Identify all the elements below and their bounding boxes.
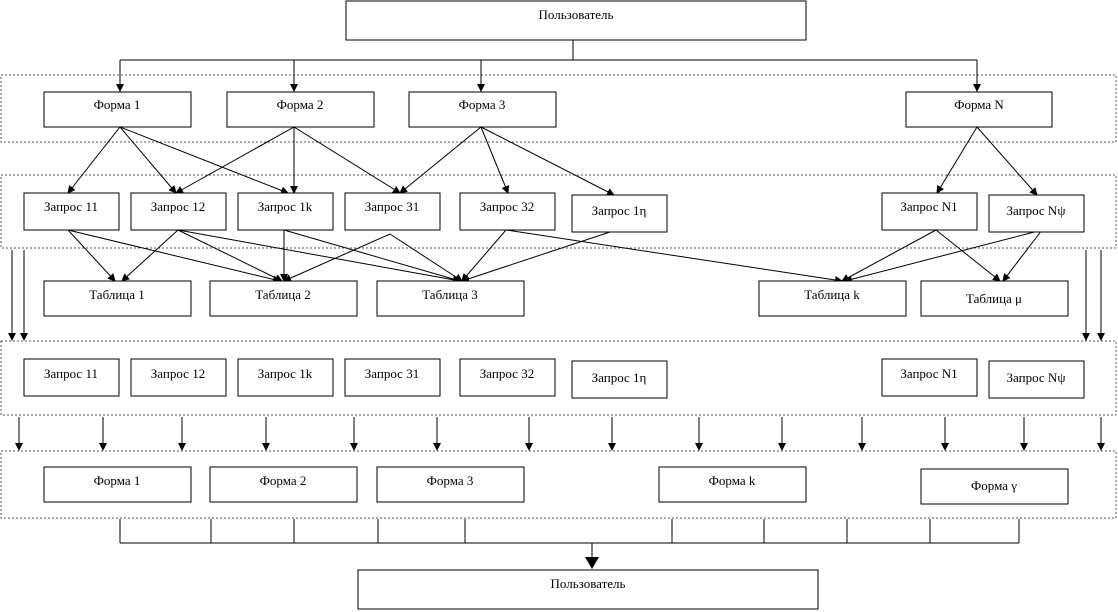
group-results — [0, 340, 1117, 416]
user-box-bottom — [357, 569, 819, 610]
table-box-2 — [209, 280, 358, 317]
query-label-11: Запрос 11 — [44, 199, 98, 214]
result-label-12: Запрос 12 — [151, 366, 205, 381]
query-label-12: Запрос 12 — [151, 199, 205, 214]
query-box-32 — [459, 192, 556, 231]
user-box-top — [345, 0, 807, 41]
form-box-3 — [408, 91, 557, 128]
bottom-form-label-2: Форма 2 — [260, 473, 307, 488]
query-label-npsi: Запрос Nψ — [1007, 203, 1066, 218]
table-label-k: Таблица k — [804, 287, 860, 302]
query-box-12 — [130, 192, 227, 231]
form-box-2 — [226, 91, 375, 128]
form-label-1: Форма 1 — [94, 97, 141, 112]
bottom-form-label-3: Форма 3 — [427, 473, 474, 488]
bottom-form-box-2 — [209, 466, 358, 503]
group-queries — [0, 174, 1117, 249]
result-box-1eta — [571, 360, 668, 399]
form-label-n: Форма N — [954, 97, 1004, 112]
result-box-11 — [23, 358, 120, 397]
result-box-n1 — [881, 358, 978, 397]
table-box-1 — [43, 280, 192, 317]
result-label-32: Запрос 32 — [480, 366, 534, 381]
query-label-31: Запрос 31 — [365, 199, 419, 214]
table-label-mu: Таблица μ — [966, 291, 1022, 306]
result-box-1k — [237, 358, 334, 397]
bottom-form-label-k: Форма k — [709, 473, 756, 488]
bottom-form-box-1 — [43, 466, 192, 503]
query-label-1k: Запрос 1k — [258, 199, 313, 214]
query-box-31 — [344, 192, 441, 231]
form-label-3: Форма 3 — [459, 97, 506, 112]
form-label-2: Форма 2 — [277, 97, 324, 112]
user-label-top: Пользователь — [539, 7, 614, 22]
query-box-1eta — [571, 194, 668, 233]
bottom-form-label-gamma: Форма γ — [971, 478, 1017, 493]
result-label-1eta: Запрос 1η — [592, 370, 647, 385]
table-box-mu — [920, 280, 1069, 317]
result-box-12 — [130, 358, 227, 397]
user-label-bottom: Пользователь — [551, 576, 626, 591]
group-forms-top — [0, 74, 1117, 143]
query-label-1eta: Запрос 1η — [592, 203, 647, 218]
bottom-form-box-gamma — [920, 468, 1069, 505]
result-box-31 — [344, 358, 441, 397]
query-box-11 — [23, 192, 120, 231]
query-label-n1: Запрос N1 — [900, 199, 957, 214]
form-box-n — [905, 91, 1053, 128]
group-forms-bottom — [0, 450, 1117, 519]
result-label-11: Запрос 11 — [44, 366, 98, 381]
query-box-n1 — [881, 192, 978, 231]
bottom-form-box-k — [658, 466, 807, 503]
table-box-3 — [376, 280, 525, 317]
result-box-32 — [459, 358, 556, 397]
query-box-npsi — [988, 194, 1085, 233]
table-label-3: Таблица 3 — [422, 287, 478, 302]
result-box-npsi — [988, 360, 1085, 399]
table-box-k — [758, 280, 907, 317]
table-label-1: Таблица 1 — [89, 287, 145, 302]
form-box-1 — [43, 91, 192, 128]
bottom-form-label-1: Форма 1 — [94, 473, 141, 488]
result-label-31: Запрос 31 — [365, 366, 419, 381]
result-label-npsi: Запрос Nψ — [1007, 370, 1066, 385]
query-box-1k — [237, 192, 334, 231]
table-label-2: Таблица 2 — [255, 287, 311, 302]
query-label-32: Запрос 32 — [480, 199, 534, 214]
result-label-1k: Запрос 1k — [258, 366, 313, 381]
result-label-n1: Запрос N1 — [900, 366, 957, 381]
bottom-form-box-3 — [376, 466, 525, 503]
